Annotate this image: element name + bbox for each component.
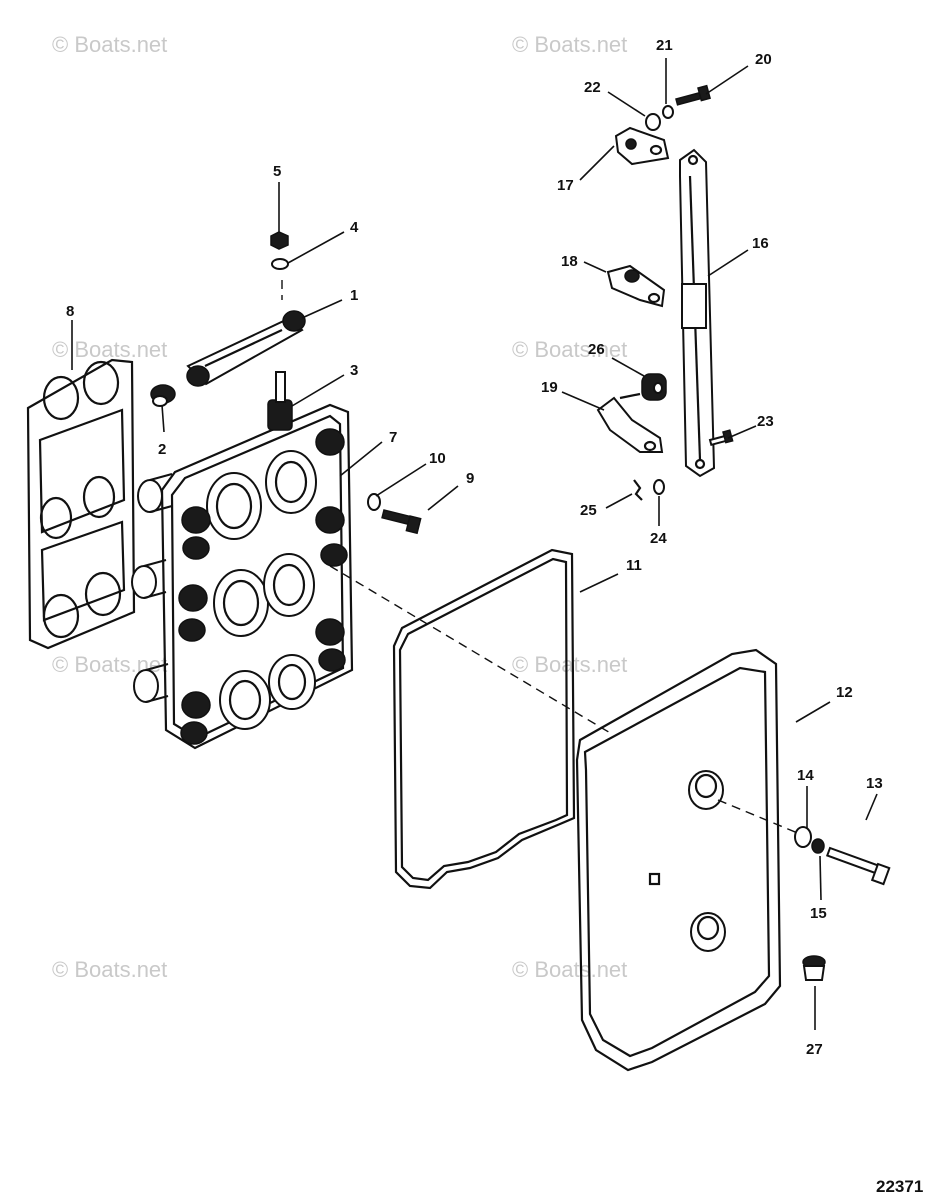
callout-10: 10 — [429, 450, 446, 467]
part-washer-4 — [271, 258, 289, 270]
callout-22: 22 — [584, 79, 601, 96]
part-nut-5 — [270, 231, 289, 250]
watermark: © Boats.net — [52, 957, 167, 982]
callout-3: 3 — [350, 362, 358, 379]
callout-4: 4 — [350, 219, 359, 236]
part-lever-17 — [614, 126, 670, 166]
part-screw-23 — [708, 429, 734, 447]
part-gasket-8 — [26, 358, 136, 650]
callout-2: 2 — [158, 441, 166, 458]
part-screw-20 — [675, 84, 711, 106]
callout-1: 1 — [350, 287, 358, 304]
callout-8: 8 — [66, 303, 74, 320]
callout-7: 7 — [389, 429, 397, 446]
part-cover-12 — [575, 648, 782, 1072]
watermark: © Boats.net — [512, 337, 627, 362]
callout-14: 14 — [797, 767, 814, 784]
watermarks: © Boats.net © Boats.net © Boats.net © Bo… — [52, 32, 627, 982]
callout-24: 24 — [650, 530, 667, 547]
part-bushing-2 — [150, 384, 176, 407]
callout-17: 17 — [557, 177, 574, 194]
part-bolt-9 — [381, 509, 422, 535]
watermark: © Boats.net — [512, 32, 627, 57]
callout-19: 19 — [541, 379, 558, 396]
callout-20: 20 — [755, 51, 772, 68]
callout-26: 26 — [588, 341, 605, 358]
part-washer-10 — [367, 493, 381, 511]
callout-16: 16 — [752, 235, 769, 252]
part-lever-18 — [606, 264, 666, 308]
part-washer-24 — [653, 479, 665, 495]
part-link-1 — [186, 310, 306, 387]
part-bolt-13 — [825, 846, 891, 886]
callout-5: 5 — [273, 163, 281, 180]
part-washer-14 — [794, 826, 812, 848]
watermark: © Boats.net — [52, 32, 167, 57]
callout-9: 9 — [466, 470, 474, 487]
leader-lines — [71, 58, 878, 1030]
part-gasket-11 — [392, 548, 576, 890]
part-lever-19 — [596, 392, 664, 453]
callout-21: 21 — [656, 37, 673, 54]
callout-15: 15 — [810, 905, 827, 922]
watermark: © Boats.net — [512, 957, 627, 982]
watermark: © Boats.net — [52, 337, 167, 362]
callout-13: 13 — [866, 775, 883, 792]
callout-12: 12 — [836, 684, 853, 701]
figure-number: 22371 — [876, 1177, 923, 1196]
part-plug-27 — [802, 955, 826, 981]
assembly-lines — [281, 280, 801, 835]
callout-18: 18 — [561, 253, 578, 270]
part-washer-22 — [645, 113, 661, 131]
callout-11: 11 — [626, 557, 642, 574]
part-clip-25 — [633, 479, 643, 501]
watermark: © Boats.net — [512, 652, 627, 677]
part-rod-16 — [679, 148, 716, 478]
part-plate-3 — [131, 371, 354, 750]
part-washer-15 — [811, 838, 825, 854]
part-washer-21 — [662, 105, 674, 119]
callout-labels: 1 2 3 4 5 7 8 9 10 11 12 13 14 15 16 17 … — [66, 37, 883, 1058]
callout-23: 23 — [757, 413, 774, 430]
part-roller-26 — [641, 373, 667, 401]
callout-25: 25 — [580, 502, 597, 519]
callout-27: 27 — [806, 1041, 823, 1058]
